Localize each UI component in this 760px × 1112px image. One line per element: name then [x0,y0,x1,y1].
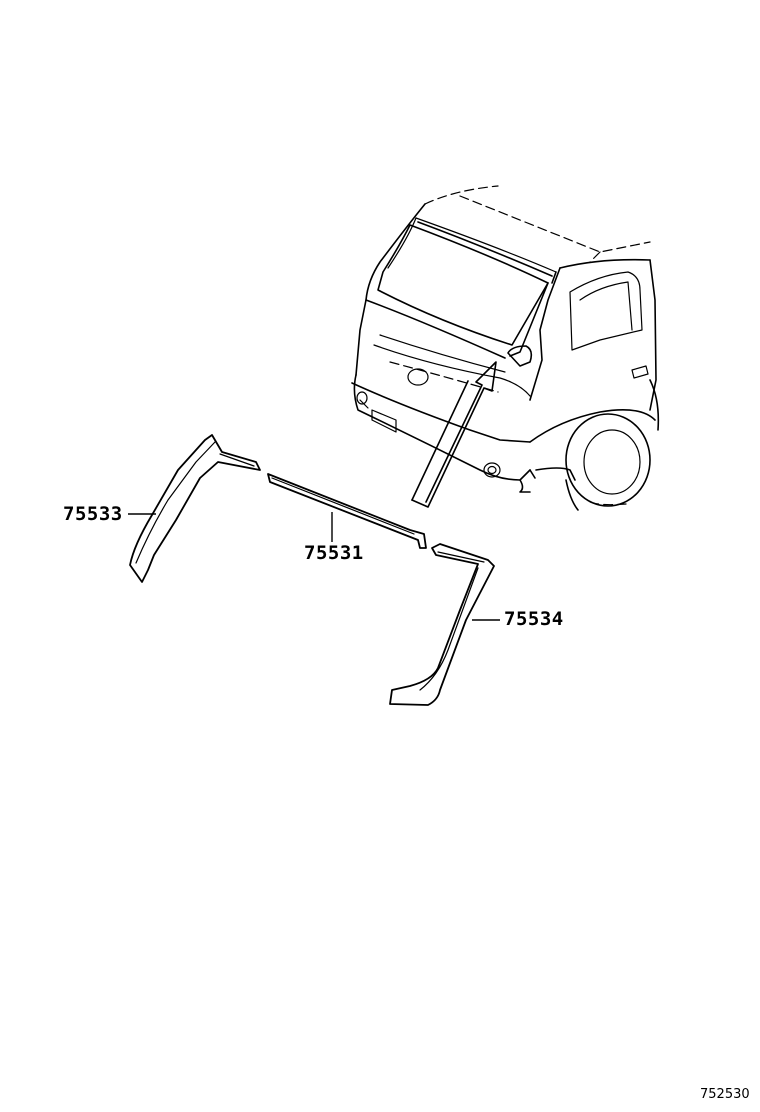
callout-lines [128,512,500,621]
diagram-code: 752530 [700,1087,750,1102]
part-number-75533[interactable]: 75533 [63,503,123,525]
part-75534-molding [389,543,495,706]
part-number-75531[interactable]: 75531 [304,542,364,564]
part-number-75534[interactable]: 75534 [504,608,564,630]
truck-cab-illustration [351,185,660,511]
part-75531-strip [267,473,427,549]
location-arrow [411,361,497,508]
part-75533-molding [129,434,261,583]
